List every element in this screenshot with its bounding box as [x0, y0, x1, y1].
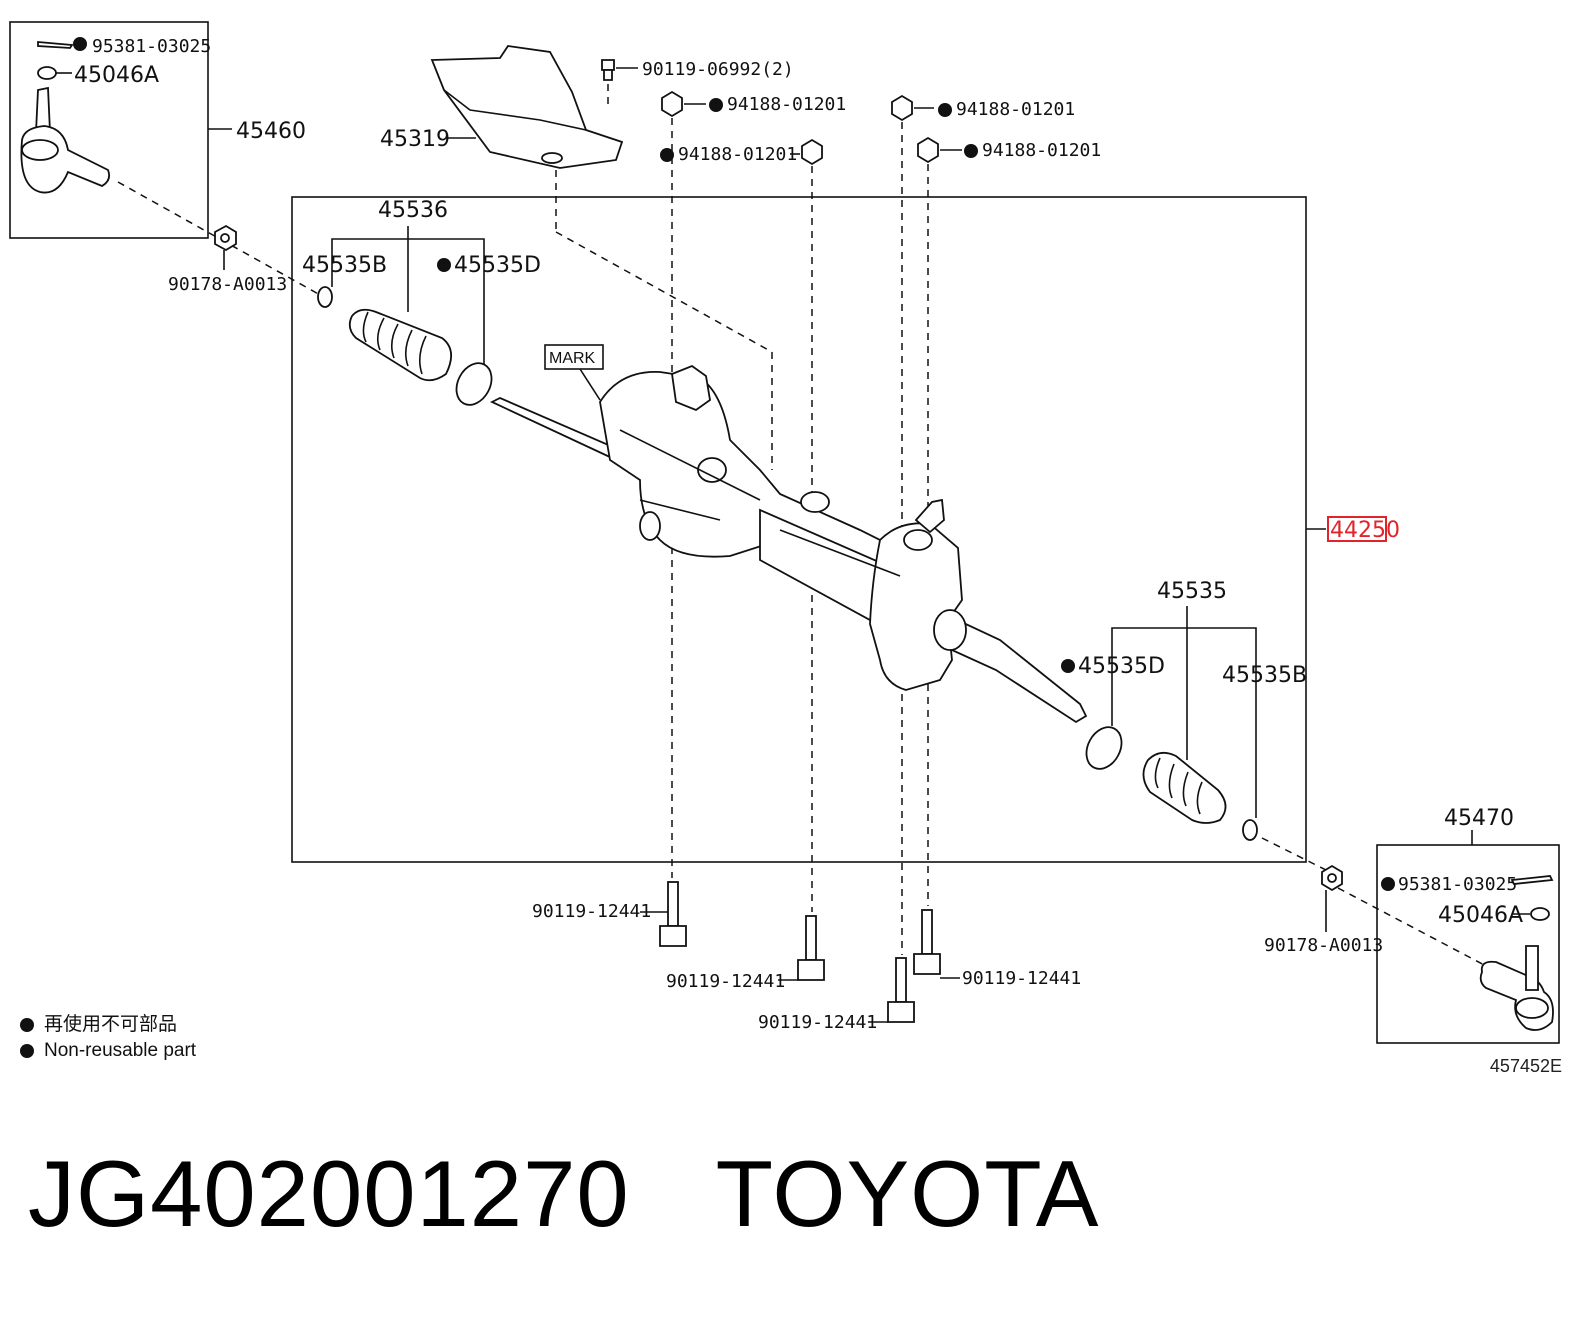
bolt-4	[887, 957, 915, 1023]
frame-left-tie-rod	[9, 21, 209, 239]
bolt-top	[601, 59, 615, 81]
callout-bolt-1: 90119-12441	[532, 901, 651, 922]
clamp-small-right	[1242, 819, 1258, 841]
callout-assembly[interactable]: 44250	[1330, 518, 1400, 543]
legend-row-jp: 再使用不可部品	[20, 1012, 196, 1038]
legend: 再使用不可部品 Non-reusable part	[20, 1012, 196, 1064]
callout-bolt-top: 90119-06992(2)	[642, 59, 794, 80]
legend-text-en: Non-reusable part	[44, 1040, 197, 1061]
callout-nut-right: 45046A	[1438, 903, 1523, 928]
parts-diagram: 95381-03025 45046A 45460 90178-A0013 453…	[9, 21, 1560, 1044]
nut-b	[801, 138, 823, 166]
bolt-2	[797, 915, 825, 981]
cover-plate	[430, 45, 624, 169]
callout-bolt-4: 90119-12441	[758, 1012, 877, 1033]
bullet-icon	[20, 1018, 34, 1032]
callout-bolt-2: 90119-12441	[666, 971, 785, 992]
clamp-small-left	[317, 286, 333, 308]
bolt-3	[913, 909, 941, 975]
callout-clamp-large-right: 45535D	[1078, 654, 1165, 679]
mark-label: MARK	[549, 350, 596, 367]
bolt-1	[659, 881, 687, 947]
lock-nut-right	[1321, 864, 1343, 892]
right-tie-rod-end	[1479, 945, 1554, 1031]
reference-code: 457452E	[1489, 1056, 1562, 1076]
callout-nut-d: 94188-01201	[982, 140, 1101, 161]
boot-right	[1142, 751, 1227, 824]
callout-tie-rod-end-right: 45470	[1444, 806, 1514, 831]
callout-nut-c: 94188-01201	[956, 99, 1075, 120]
callout-nut-a: 94188-01201	[727, 94, 846, 115]
caption: JG402001270 TOYOTA	[28, 1140, 1185, 1248]
callout-nut-b: 94188-01201	[678, 144, 797, 165]
highlight-box	[1327, 516, 1387, 542]
callout-clamp-small-left: 45535B	[302, 253, 387, 278]
callout-cover: 45319	[380, 127, 450, 152]
callout-bolt-3: 90119-12441	[962, 968, 1081, 989]
callout-lock-nut-right: 90178-A0013	[1264, 935, 1383, 956]
callout-clamp-small-right: 45535B	[1222, 663, 1307, 688]
legend-row-en: Non-reusable part	[20, 1038, 196, 1064]
caption-brand: TOYOTA	[715, 1141, 1100, 1246]
clamp-large-left	[455, 362, 493, 406]
callout-boot-right-group: 45535	[1157, 579, 1227, 604]
bullet-icon	[20, 1044, 34, 1058]
callout-tie-rod-end-left: 45460	[236, 119, 306, 144]
callout-lock-nut-left: 90178-A0013	[168, 274, 287, 295]
callout-cotter-pin-right: 95381-03025	[1398, 874, 1517, 895]
nut-right-shape	[1530, 907, 1550, 921]
callout-nut-left: 45046A	[74, 63, 159, 88]
legend-text-jp: 再使用不可部品	[44, 1014, 178, 1035]
steering-rack-assembly	[489, 364, 1088, 724]
callout-cotter-pin-left: 95381-03025	[92, 36, 211, 57]
caption-part-number: JG402001270	[28, 1141, 630, 1246]
clamp-large-right	[1085, 726, 1123, 770]
nut-c	[891, 94, 913, 122]
lock-nut-left	[214, 224, 237, 252]
nut-d	[917, 136, 939, 164]
left-tie-rod-end	[20, 37, 111, 194]
callout-clamp-large-left: 45535D	[454, 253, 541, 278]
boot-left	[348, 308, 452, 382]
nut-a	[661, 90, 683, 118]
frame-right-tie-rod	[1376, 844, 1560, 1044]
callout-boot-left-group: 45536	[378, 198, 448, 223]
